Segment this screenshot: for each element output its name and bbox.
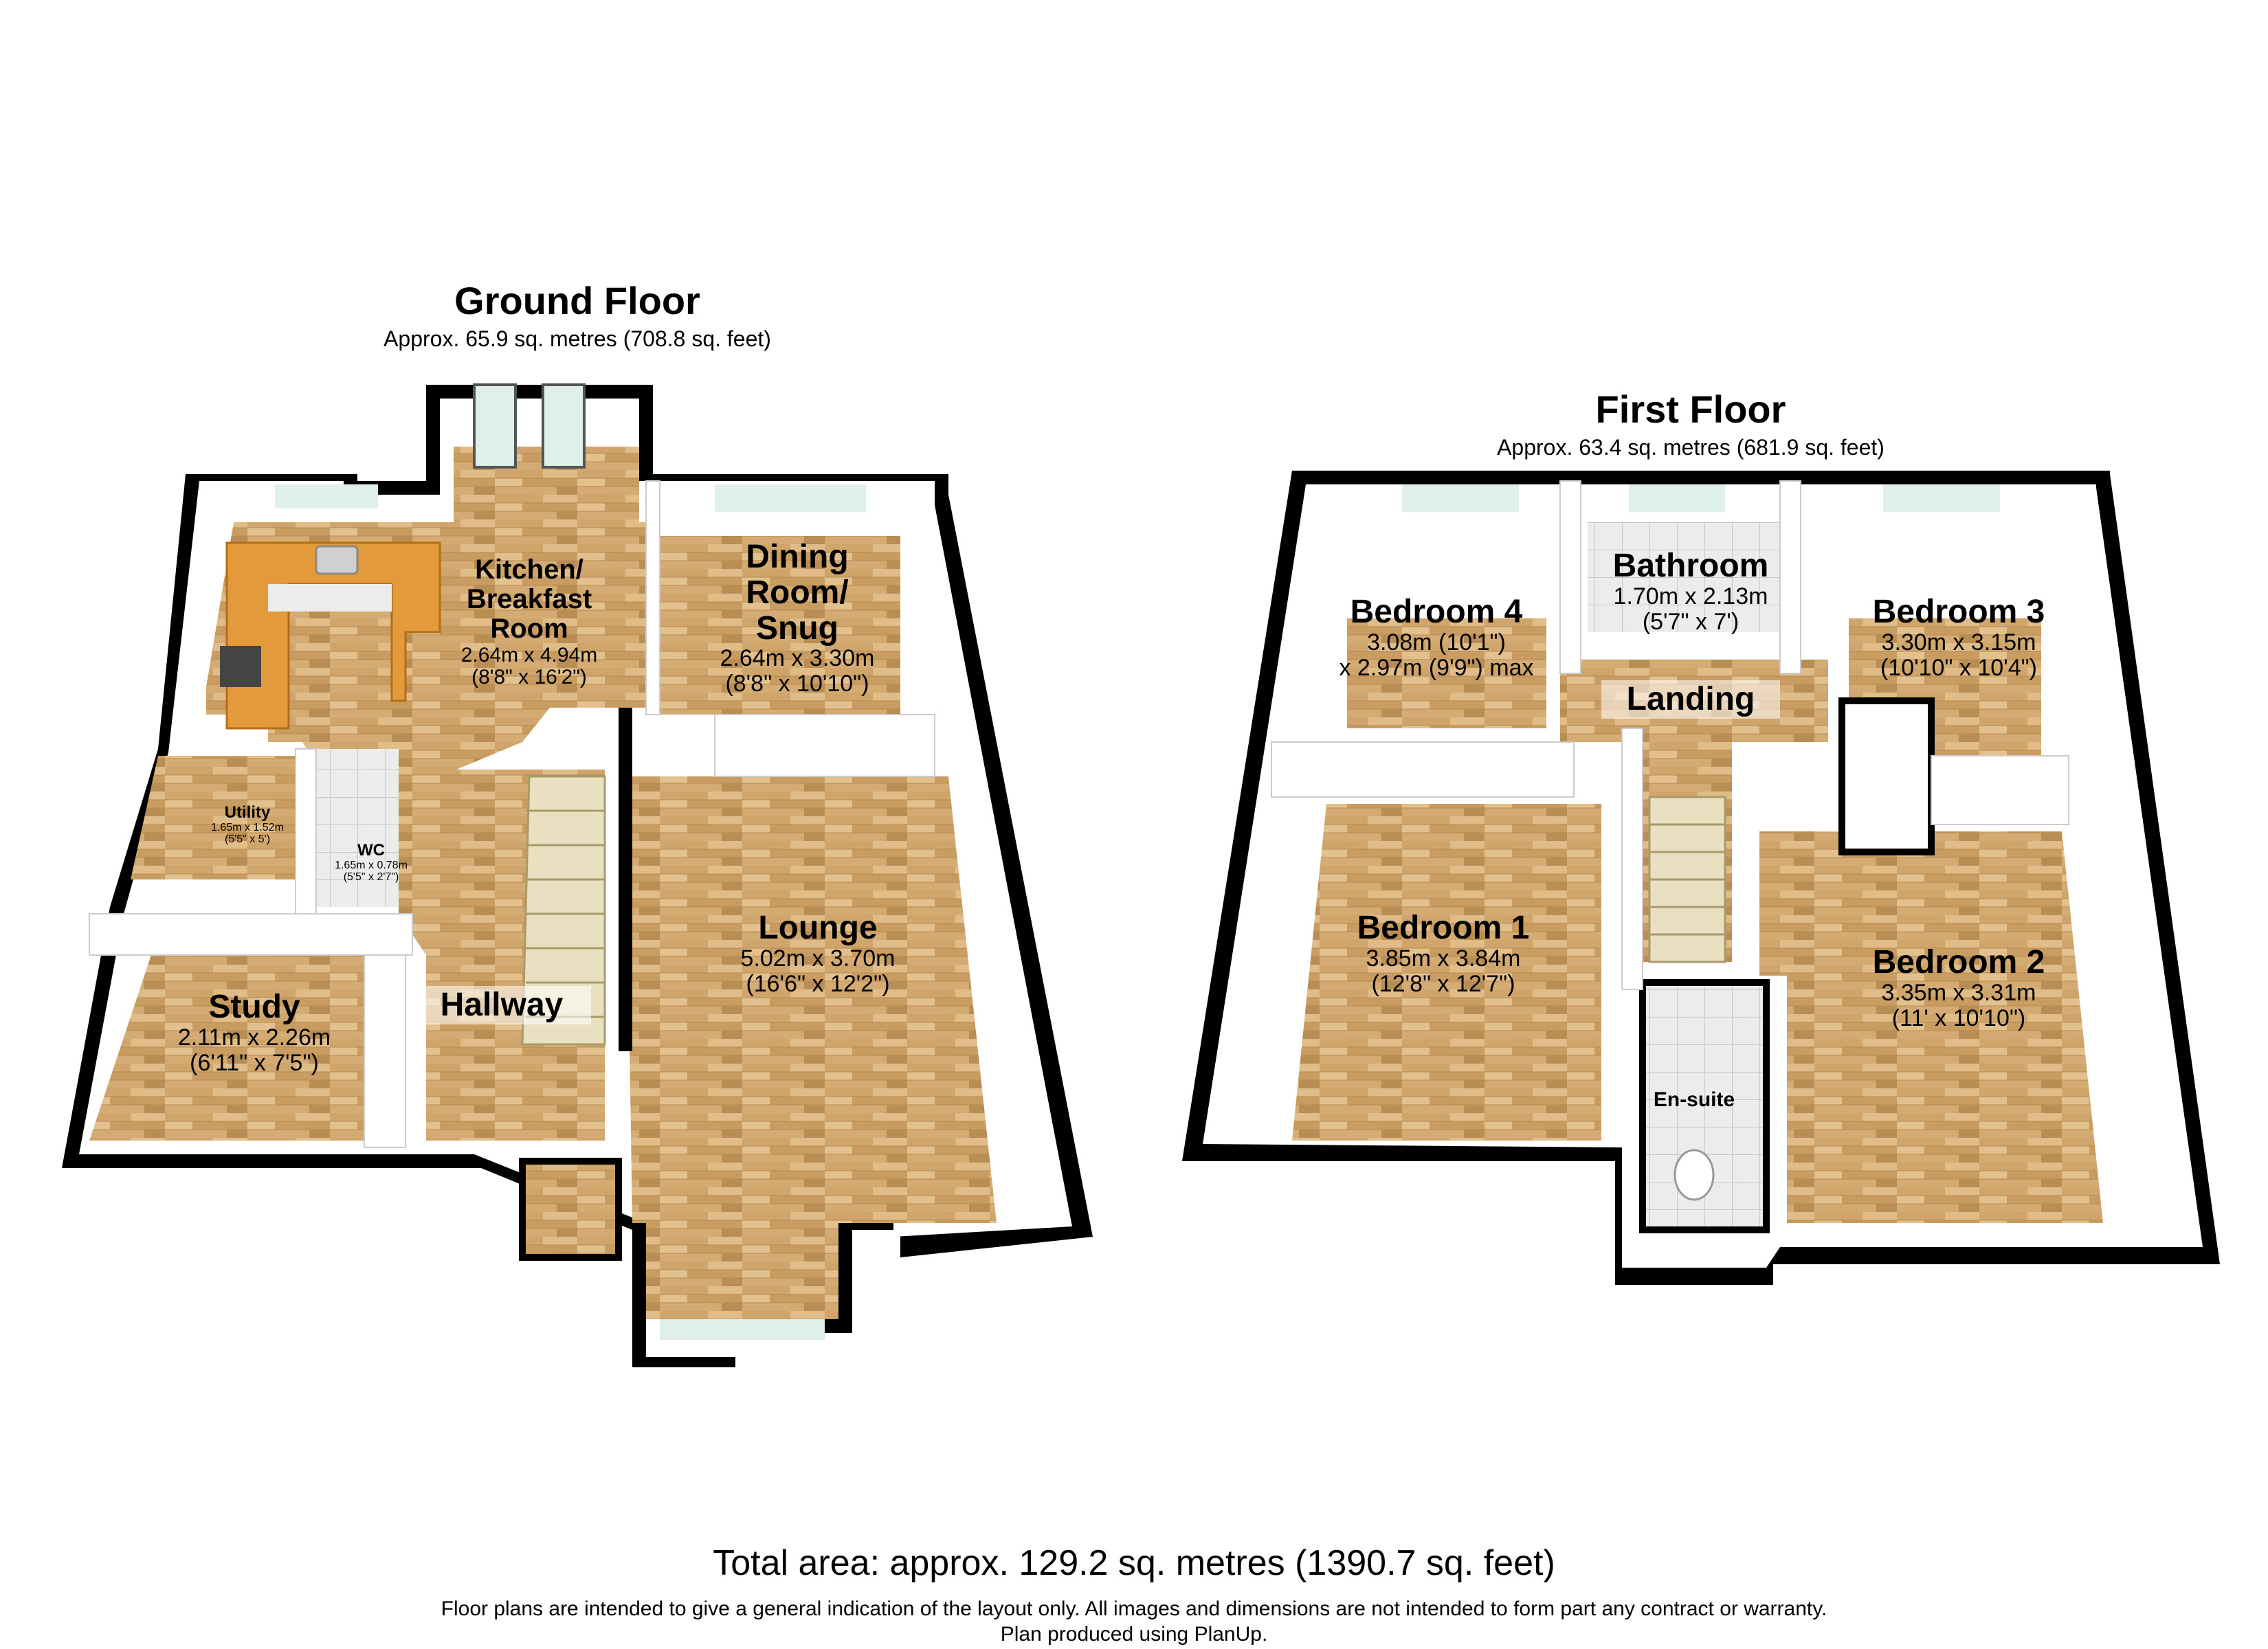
kitchen-hob [220, 646, 261, 687]
first-floor-stairs [1648, 796, 1726, 963]
room-dimensions-metric: 3.85m x 3.84m [1366, 945, 1521, 972]
kitchen-sink [315, 545, 359, 575]
first-floor-area: Approx. 63.4 sq. metres (681.9 sq. feet) [1497, 435, 1885, 460]
room-dimensions-imperial: x 2.97m (9'9") max [1339, 654, 1534, 681]
room-dimensions-metric: 5.02m x 3.70m [740, 945, 896, 972]
ensuite-toilet [1674, 1149, 1715, 1201]
room-label-utility: Utility 1.65m x 1.52m (5'5" x 5') [186, 803, 309, 846]
ensuite-floor [1639, 979, 1770, 1233]
ground-floor-area: Approx. 65.9 sq. metres (708.8 sq. feet) [383, 326, 771, 351]
produced-by: Plan produced using PlanUp. [1000, 1623, 1268, 1646]
total-area: Total area: approx. 129.2 sq. metres (13… [713, 1543, 1555, 1583]
first-floor-plan [1182, 471, 2220, 1285]
room-dimensions-metric: 1.65m x 0.78m [335, 859, 408, 871]
room-name: WC [357, 841, 385, 860]
room-name: Bedroom 4 [1350, 594, 1523, 630]
room-dimensions-imperial: (12'8" x 12'7") [1371, 970, 1515, 997]
room-dimensions-metric: 3.08m (10'1") [1367, 629, 1506, 655]
room-label-wc: WC 1.65m x 0.78m (5'5" x 2'7") [309, 841, 433, 884]
bedroom4-floor [1347, 618, 1546, 728]
room-label-bathroom: Bathroom 1.70m x 2.13m (5'7" x 7') [1581, 548, 1801, 634]
room-label-study: Study 2.11m x 2.26m (6'11" x 7'5") [137, 989, 371, 1075]
room-name: Bedroom 1 [1357, 910, 1530, 946]
room-name: Room/ [746, 574, 849, 611]
room-dimensions-metric: 3.30m x 3.15m [1881, 629, 2036, 655]
room-dimensions-imperial: (8'8" x 16'2") [471, 665, 587, 688]
wardrobe [1838, 697, 1935, 855]
room-name: Landing [1601, 680, 1780, 719]
ground-floor-stairs [521, 775, 606, 1046]
room-dimensions-metric: 2.64m x 3.30m [720, 645, 875, 672]
room-name: En-suite [1653, 1088, 1735, 1111]
ground-floor-title: Ground Floor [454, 279, 700, 322]
room-label-bedroom2: Bedroom 2 3.35m x 3.31m (11' x 10'10") [1842, 945, 2076, 1031]
room-name: Utility [224, 803, 271, 822]
dining-floor [660, 536, 900, 715]
room-name: Snug [756, 609, 838, 647]
disclaimer: Floor plans are intended to give a gener… [441, 1597, 1827, 1620]
room-dimensions-imperial: (10'10" x 10'4") [1880, 654, 2038, 681]
room-label-landing: Landing [1601, 680, 1780, 719]
porch-floor [519, 1158, 622, 1261]
room-name: Lounge [758, 910, 878, 946]
room-label-bedroom1: Bedroom 1 3.85m x 3.84m (12'8" x 12'7") [1326, 910, 1560, 996]
room-dimensions-metric: 1.70m x 2.13m [1613, 583, 1768, 609]
room-dimensions-metric: 1.65m x 1.52m [211, 821, 284, 833]
room-label-ensuite: En-suite [1636, 1088, 1753, 1111]
room-label-bedroom3: Bedroom 3 3.30m x 3.15m (10'10" x 10'4") [1842, 594, 2076, 680]
utility-floor [131, 756, 296, 879]
room-label-hallway: Hallway [412, 986, 591, 1024]
room-dimensions-imperial: (6'11" x 7'5") [190, 1049, 319, 1076]
room-dimensions-metric: 2.64m x 4.94m [460, 643, 598, 666]
ground-floor-plan [62, 383, 1093, 1367]
kitchen-cupboards [268, 584, 392, 612]
room-name: Study [208, 989, 300, 1025]
room-dimensions-imperial: (5'7" x 7') [1642, 608, 1739, 635]
study-floor [89, 955, 364, 1141]
room-label-kitchen: Kitchen/ Breakfast Room 2.64m x 4.94m (8… [440, 554, 619, 688]
room-dimensions-imperial: (11' x 10'10") [1891, 1005, 2026, 1031]
bedroom1-floor [1292, 804, 1601, 1141]
wc-floor [316, 749, 399, 907]
room-dimensions-metric: 3.35m x 3.31m [1881, 979, 2036, 1006]
room-name: Kitchen/ [475, 554, 583, 585]
bathroom-floor [1588, 522, 1780, 632]
room-dimensions-imperial: (5'5" x 5') [224, 833, 271, 846]
room-dimensions-imperial: (8'8" x 10'10") [725, 671, 869, 697]
room-label-dining: Dining Room/ Snug 2.64m x 3.30m (8'8" x … [694, 539, 900, 697]
room-name: Bedroom 3 [1872, 594, 2045, 630]
lounge-floor [625, 776, 997, 1223]
room-name: Room [490, 614, 568, 644]
first-floor-title: First Floor [1595, 388, 1786, 431]
room-name: Bedroom 2 [1872, 944, 2045, 980]
room-dimensions-imperial: (5'5" x 2'7") [343, 871, 399, 884]
bedroom2-floor [1759, 831, 2103, 1223]
room-name: Dining [746, 539, 849, 575]
room-name: Bathroom [1612, 548, 1769, 584]
lounge-bay-floor [646, 1223, 838, 1319]
room-name: Breakfast [466, 584, 592, 615]
room-label-bedroom4: Bedroom 4 3.08m (10'1") x 2.97m (9'9") m… [1306, 594, 1567, 680]
room-label-lounge: Lounge 5.02m x 3.70m (16'6" x 12'2") [701, 910, 935, 996]
room-dimensions-imperial: (16'6" x 12'2") [746, 970, 890, 997]
room-dimensions-metric: 2.11m x 2.26m [177, 1024, 331, 1051]
room-name: Hallway [412, 986, 591, 1024]
